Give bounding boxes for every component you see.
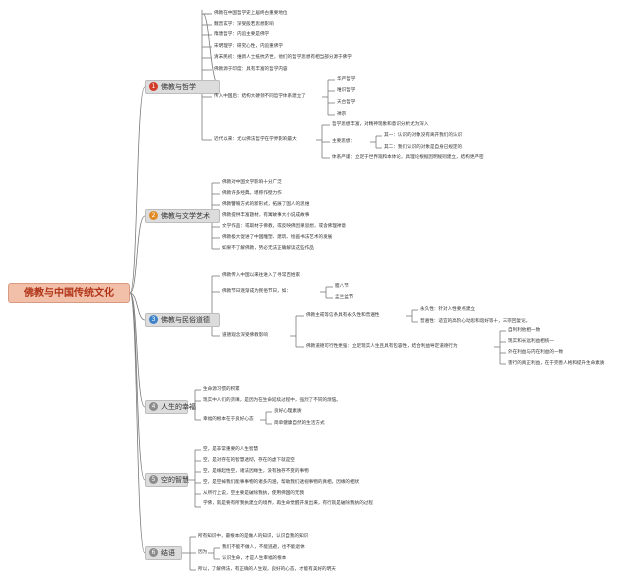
badge-1-icon: 1: [149, 82, 158, 91]
leaf-node: 简单健康自然的生活方式: [274, 421, 325, 426]
leaf-node: 佛教主戒等信条具有永久性和普遍性: [306, 313, 380, 318]
badge-3-icon: 3: [149, 315, 158, 324]
leaf-node: 从所行上说，空主要是破除我执，使用佛国的无我: [203, 491, 305, 496]
badge-5-icon: 5: [149, 475, 158, 484]
leaf-node: 文学作品：或取材于佛教，或反映佛因果思想，或含佛理禅意: [222, 224, 347, 229]
leaf-node: 其一：认识的对象没有离开我们的认识: [384, 133, 463, 138]
leaf-node: 我们不能不做人，不能逃避，也不能退休: [222, 545, 305, 550]
leaf-node: 佛教传入中国以来往进入了寻常百姓家: [222, 273, 301, 278]
leaf-node: 天台哲学: [337, 100, 356, 105]
leaf-node: 因为: [198, 550, 208, 555]
leaf-node: 清末民初：维新人士抵抗济世，他们的哲学思想有相当部分源于佛学: [214, 55, 352, 60]
leaf-node: 空，是缘起性空，诸法因缘生，没有独存不变的事物: [203, 469, 309, 474]
leaf-node: 外在利益与内在利益的一致: [508, 350, 564, 355]
leaf-node: 空，是空掉我们能事事物的诸多内涵，帮助我们透视事物的真相，因缘的相状: [203, 480, 360, 485]
leaf-node: 宋明理学：研究心性，内追重佛学: [214, 44, 283, 49]
leaf-node: 禅宗: [337, 112, 347, 117]
leaf-node: 隋唐哲学：内追主要是佛学: [214, 32, 270, 37]
leaf-node: 唯识哲学: [337, 88, 356, 93]
leaf-node: 腊八节: [335, 284, 349, 289]
leaf-node: 哲学思想丰富，对精神现象和意识分析尤为深入: [332, 122, 429, 127]
leaf-node: 所以，了解佛法，有正确的人生观，良好的心态，才能有美好的明天: [198, 567, 336, 572]
leaf-node: 佛教在中国哲学史上居终古重要地位: [214, 11, 288, 16]
leaf-node: 佛教源于印度：具有丰富的哲学内容: [214, 67, 288, 72]
leaf-node: 华严哲学: [337, 77, 356, 82]
branch-label: 佛教与民俗道德: [161, 316, 210, 324]
leaf-node: 主要思想：: [332, 139, 355, 144]
leaf-node: 佛教提供丰富题材，有寓故事大小说成故事: [222, 213, 310, 218]
branch-label: 佛教与哲学: [161, 83, 196, 91]
leaf-node: 佛教许多经典，堪称作壁力作: [222, 191, 282, 196]
leaf-node: 良好心理素质: [274, 409, 302, 414]
leaf-node: 传入中国后：结构大硬领不同哲学体系建立了: [214, 94, 306, 99]
leaf-node: 幸福的根本在于良好心态: [203, 417, 254, 422]
badge-2-icon: 2: [149, 211, 158, 220]
leaf-node: 现实中人们的贪嗔，是因为在生命延续过程中，强烈了不同的烦恼。: [203, 398, 341, 403]
leaf-node: 自利利他相一致: [508, 328, 541, 333]
branch-label: 人生的幸福: [161, 403, 196, 411]
leaf-node: 其二：我们认识的对象是自身已规定的: [384, 145, 463, 150]
leaf-node: 盂兰盆节: [335, 295, 354, 300]
leaf-node: 认识生命，才是人生幸福的根本: [222, 556, 287, 561]
leaf-node: 道德观念深受佛教影响: [222, 333, 268, 338]
leaf-node: 永久性：针对人性要点建立: [420, 307, 476, 312]
leaf-node: 魏晋玄学：深受般若思想影响: [214, 22, 274, 27]
badge-4-icon: 4: [149, 402, 158, 411]
leaf-node: 佛教譬喻方式的新形式，拓展了国人的思维: [222, 202, 310, 207]
leaf-node: 生命源习惯的积累: [203, 387, 240, 392]
leaf-node: 佛教道德可行性更强：立足现实人生且具有包容性，结合利益导定道德行为: [306, 344, 458, 349]
leaf-node: 空，是对存在的智慧透彻，存在的虚下就是空: [203, 458, 295, 463]
branch-label: 结语: [161, 549, 175, 557]
leaf-node: 佛教极大促进了中国雕塑、建筑、绘画书法艺术的发展: [222, 235, 333, 240]
root-topic: 佛教与中国传统文化: [8, 283, 130, 303]
leaf-node: 佛教节日逐渐成为民俗节日，如：: [222, 289, 291, 294]
branch-label: 空的智慧: [161, 476, 189, 484]
leaf-node: 空，是非常重要的人生智慧: [203, 447, 259, 452]
leaf-node: 所有知识中，最根本的是做人的知识，认识自我的知识: [198, 534, 309, 539]
leaf-node: 近代以来：尤以佛法哲学在学界影响最大: [214, 137, 297, 142]
leaf-node: 如果不了解佛教，势必无法正确解读这些作品: [222, 246, 314, 251]
leaf-node: 现实和长远利益相统一: [508, 339, 554, 344]
leaf-node: 普遍性：适宜的高阶心动思和谐好等十，三宗回复论。: [420, 319, 531, 324]
leaf-node: 害行的真正利益，在于完善人格和提升生命素质: [508, 361, 605, 366]
leaf-node: 佛教对中国文学影响十分广泛: [222, 180, 282, 185]
leaf-node: 体系严谨：立足于世界观和本体论，具理论根据因明规则建立，结构更严密: [332, 155, 484, 160]
leaf-node: 学佛，就是要有所我执建立的境界，再生命觉醒开发出来，有行就是破除我执的过程: [203, 501, 373, 506]
badge-6-icon: 6: [149, 548, 158, 557]
branch-label: 佛教与文学艺术: [161, 212, 210, 220]
